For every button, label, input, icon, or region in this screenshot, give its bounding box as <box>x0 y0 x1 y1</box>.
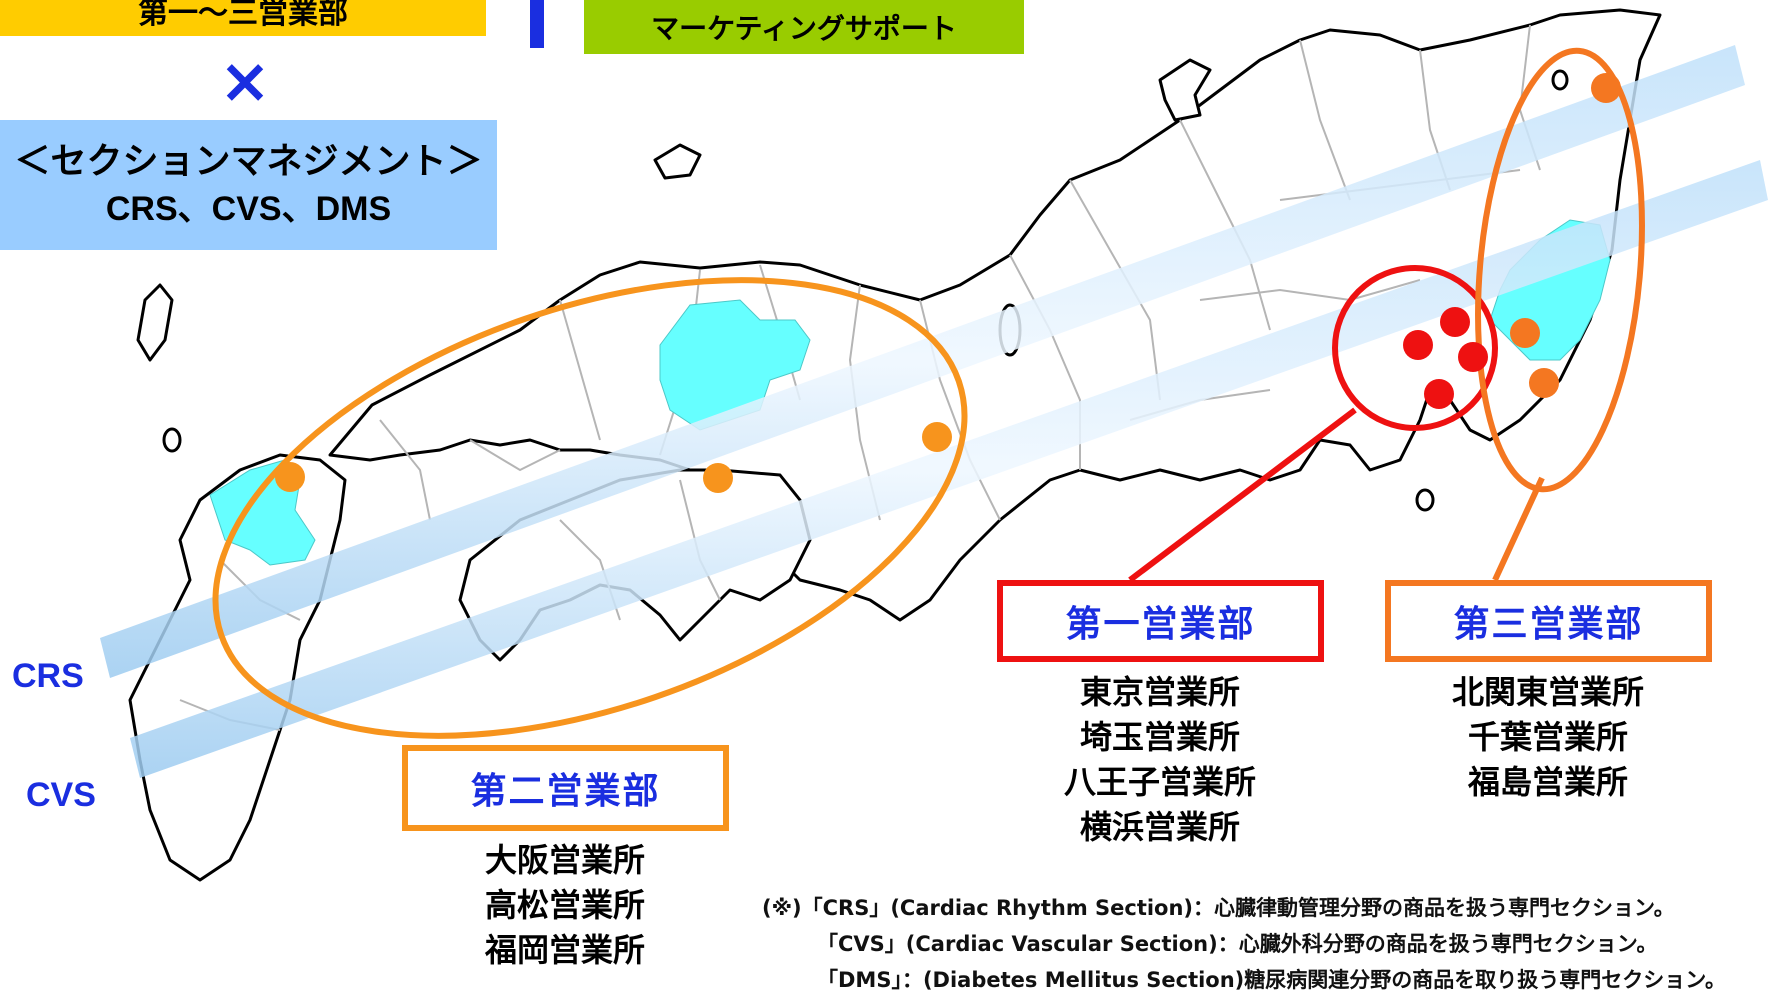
marketing-support-label: マーケティングサポート <box>651 12 957 45</box>
section-bands <box>100 45 1768 778</box>
first-dept-offices: 東京営業所 埼玉営業所 八王子営業所 横浜営業所 <box>1010 670 1310 850</box>
office-item: 高松営業所 <box>484 886 645 924</box>
footnote-line: (※)「CRS」(Cardiac Rhythm Section)：心臓律動管理分… <box>762 896 1675 920</box>
office-item: 大阪営業所 <box>484 841 645 879</box>
office-item: 福岡営業所 <box>484 931 645 969</box>
depts-box: 第一～三営業部 <box>0 0 486 36</box>
office-item: 東京営業所 <box>1079 673 1240 711</box>
third-dept-title: 第三営業部 <box>1453 604 1644 645</box>
first-dept-office-dots <box>1403 307 1488 409</box>
third-dept-box: 第三営業部 <box>1385 580 1712 662</box>
third-dept-ellipse <box>1475 47 1645 493</box>
section-management-list: CRS、CVS、DMS <box>105 190 392 228</box>
cross-icon: × <box>219 43 271 117</box>
second-dept-title: 第二営業部 <box>470 771 661 812</box>
third-dept-office-dots <box>1510 73 1621 398</box>
second-dept-offices: 大阪営業所 高松営業所 福岡営業所 <box>415 838 715 973</box>
third-dept-offices: 北関東営業所 千葉営業所 福島営業所 <box>1398 670 1698 805</box>
second-dept-ellipse <box>212 277 968 739</box>
office-item: 横浜営業所 <box>1079 808 1240 846</box>
section-management-title: ＜セクションマネジメント＞ <box>14 141 483 182</box>
header-bar-fragment <box>530 0 544 48</box>
first-dept-box: 第一営業部 <box>997 580 1324 662</box>
japan-map-diagram <box>100 0 1768 882</box>
office-item: 千葉営業所 <box>1467 718 1628 756</box>
sado-shape <box>1158 58 1212 122</box>
first-dept-connector <box>1128 407 1357 583</box>
crs-band <box>100 45 1745 678</box>
marketing-support-box: マーケティングサポート <box>584 0 1024 54</box>
cross-symbol: × <box>205 44 285 117</box>
footnote-line: 「CVS」(Cardiac Vascular Section)：心臓外科分野の商… <box>817 932 1658 956</box>
footnote-line: 「DMS」：(Diabetes Mellitus Section)糖尿病関連分野… <box>817 968 1727 992</box>
office-item: 八王子営業所 <box>1063 763 1256 801</box>
second-dept-box: 第二営業部 <box>402 745 729 831</box>
depts-box-label: 第一～三営業部 <box>138 0 348 31</box>
second-dept-office-dots <box>275 422 952 493</box>
office-item: 福島営業所 <box>1467 763 1628 801</box>
section-management-box: ＜セクションマネジメント＞ CRS、CVS、DMS <box>0 120 497 250</box>
oki-shape <box>653 143 702 180</box>
crs-label: CRS <box>12 657 84 695</box>
region-hiroshima <box>659 299 811 431</box>
tsushima-shape <box>136 283 174 362</box>
third-dept-connector <box>1492 476 1545 582</box>
cvs-band <box>130 160 1768 778</box>
footnote: (※)「CRS」(Cardiac Rhythm Section)：心臓律動管理分… <box>762 890 1726 998</box>
first-dept-title: 第一営業部 <box>1065 604 1256 645</box>
first-dept-circle <box>1332 265 1498 431</box>
cvs-label: CVS <box>26 776 96 814</box>
office-item: 北関東営業所 <box>1451 673 1644 711</box>
office-item: 埼玉営業所 <box>1079 718 1240 756</box>
